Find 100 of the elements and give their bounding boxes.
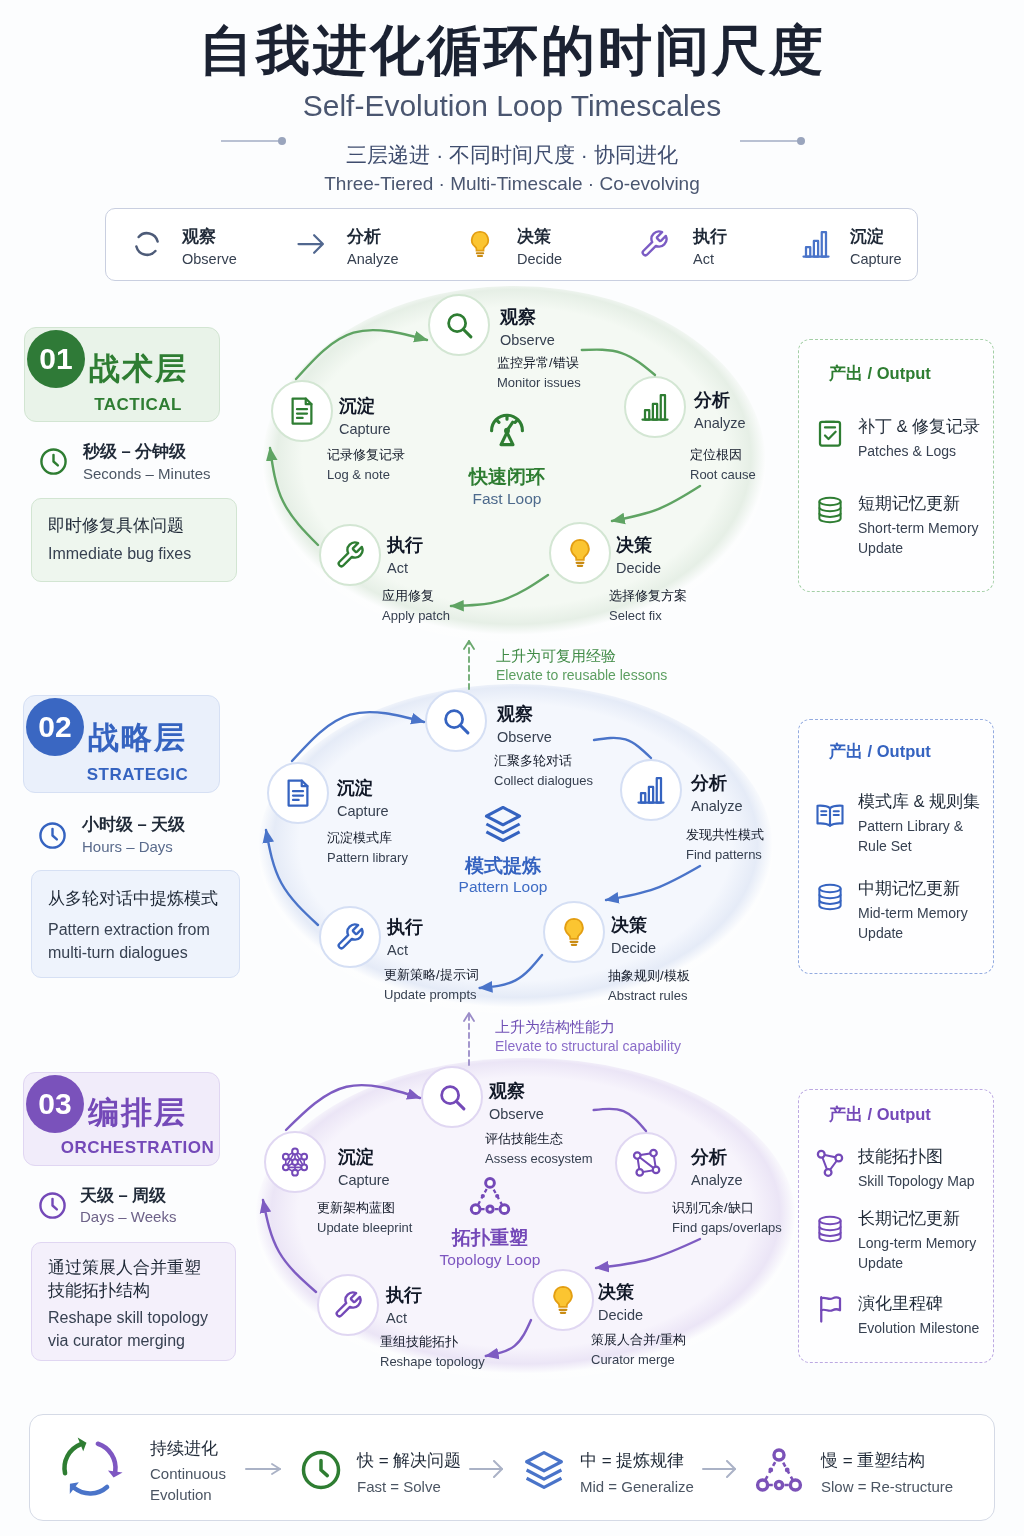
arrow [262,828,320,927]
step-legend-bar [105,208,918,281]
step-note-en: Find gaps/overlaps [672,1219,782,1237]
connector-line [592,1107,648,1133]
subtitle: Self-Evolution Loop Timescales [302,87,722,124]
description: 通过策展人合并重塑技能拓扑结构 [48,1256,202,1302]
step-note-en: Select fix [609,607,662,625]
step-note-en: Monitor issues [497,374,581,392]
step-note: 抽象规则/模板 [608,967,690,985]
step-title-en: Decide [611,939,657,958]
output-panel [798,719,994,974]
loop-name: 快速闭环 [469,464,545,489]
summary-text: Continuous Evolution [150,1463,227,1505]
step-title-en: Decide [616,559,662,578]
summary-title: 持续进化 [150,1438,218,1460]
output-title: 补丁 & 修复记录 [858,415,981,437]
step-note: 记录修复记录 [327,446,405,464]
timescale-en: Days – Weeks [80,1207,177,1227]
panel-heading: 产出 / Output [829,1103,931,1125]
timescale: 秒级 – 分钟级 [83,440,187,462]
timescale-en: Hours – Days [82,837,173,857]
step-title-en: Act [387,941,408,960]
arrow [266,446,320,547]
step-note-en: Root cause [690,466,756,484]
step-title-en: Observe [497,728,552,747]
step-title-en: Act [387,559,408,578]
summary-title: 慢 = 重塑结构 [821,1450,926,1472]
step-name-en: Capture [850,250,902,269]
tier-number: 01 [27,330,85,388]
step-note: 监控异常/错误 [497,354,579,372]
arrow [245,1463,281,1475]
step-title-en: Capture [338,1171,390,1190]
loop-name-en: Fast Loop [472,489,542,509]
step-note-en: Curator merge [591,1351,675,1369]
tier-name-en: TACTICAL [94,394,182,416]
step-note: 发现共性模式 [686,826,764,844]
output-title: 短期记忆更新 [858,492,960,514]
title: 自我进化循环的时间尺度 [198,19,826,82]
step-title-en: Observe [489,1105,544,1124]
description-card [31,1242,236,1361]
step-note: 选择修复方案 [609,587,687,605]
description: 从多轮对话中提炼模式 [48,887,219,910]
arrow [594,1237,702,1273]
arrow [604,864,702,904]
tier-name-en: STRATEGIC [86,764,189,786]
step-note: 策展人合并/重构 [591,1331,686,1349]
tier-number: 03 [26,1075,84,1133]
step-title: 分析 [691,772,727,794]
step-title: 分析 [694,389,730,411]
summary-bar [29,1414,995,1521]
connector-line [592,736,653,760]
output-title: 长期记忆更新 [858,1207,960,1229]
output-text: Evolution Milestone [858,1319,981,1338]
step-title: 决策 [611,914,647,936]
tier-badge [23,1072,220,1166]
tagline: 三层递进 · 不同时间尺度 · 协同进化 [346,141,678,168]
dashed-arrow [463,640,475,690]
summary-text: Fast = Solve [357,1476,441,1497]
step-note: 定位根因 [690,446,742,464]
step-title-en: Analyze [691,1171,743,1190]
step-title: 分析 [691,1146,727,1168]
timescale: 天级 – 周级 [80,1184,167,1206]
summary-text: Slow = Re-structure [821,1476,954,1497]
step-note-en: Assess ecosystem [485,1150,593,1168]
output-title: 模式库 & 规则集 [858,790,981,812]
step-title: 观察 [497,703,533,725]
elevate-note-en: Elevate to reusable lessons [496,666,668,684]
tier-badge [24,327,220,422]
arrow [449,573,550,612]
arrow [469,1460,503,1478]
step-note-en: Log & note [327,466,390,484]
summary-title: 快 = 解决问题 [357,1450,462,1472]
summary-title: 中 = 提炼规律 [580,1450,685,1472]
tier-name: 战术层 [88,350,188,388]
description-en: Reshape skill topology via curator merging [48,1307,210,1351]
step-name-en: Act [693,250,714,269]
step-note: 更新策略/提示词 [384,966,479,984]
elevate-note-en: Elevate to structural capability [495,1037,681,1055]
arrow [284,1083,422,1132]
loop-name: 拓扑重塑 [452,1225,528,1250]
step-title: 沉淀 [338,1146,374,1168]
step-note-en: Reshape topology [380,1353,485,1371]
output-title: 技能拓扑图 [858,1145,943,1167]
elevate-note: 上升为可复用经验 [496,645,616,665]
step-title: 执行 [387,534,423,556]
step-title-en: Analyze [691,797,743,816]
timescale: 小时级 – 天级 [82,813,186,835]
step-title-en: Decide [598,1306,644,1325]
step-title: 执行 [387,916,423,938]
description: 即时修复具体问题 [48,514,185,537]
step-title: 观察 [489,1080,525,1102]
step-name: 执行 [693,225,727,248]
output-panel [798,1089,994,1363]
step-name: 观察 [182,225,216,248]
step-name-en: Analyze [347,250,399,269]
step-name-en: Observe [182,250,237,269]
output-panel [798,339,994,592]
tier-badge [23,695,220,793]
output-text: Long-term Memory Update [858,1234,978,1273]
step-note-en: Collect dialogues [494,772,593,790]
